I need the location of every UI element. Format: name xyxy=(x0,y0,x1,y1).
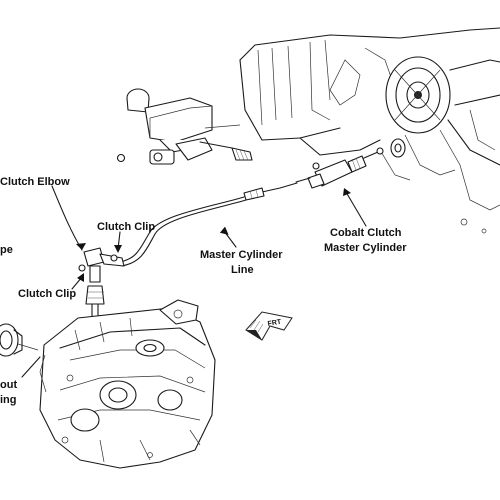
master-cylinder-line-label-1: Master Cylinder xyxy=(200,249,283,261)
flywheel-housing xyxy=(385,56,451,134)
clutch-elbow-label: Clutch Elbow xyxy=(0,176,70,188)
cobalt-clutch-master-cylinder xyxy=(295,147,384,189)
clutch-pedal-seal xyxy=(390,138,406,158)
throwout-label-2: ing xyxy=(0,394,17,406)
engine-compartment-drawing xyxy=(239,27,500,234)
leader-arrows xyxy=(21,185,367,378)
clutch-clip-lower-label: Clutch Clip xyxy=(18,288,76,300)
master-cylinder-line xyxy=(119,182,298,267)
cobalt-clutch-label-1: Cobalt Clutch xyxy=(330,227,402,239)
front-arrow-icon: FRT xyxy=(245,311,293,341)
cobalt-clutch-label-2: Master Cylinder xyxy=(324,242,407,254)
master-cylinder-line-label-2: Line xyxy=(231,264,254,276)
clutch-elbow-assembly xyxy=(78,247,125,339)
clutch-clip-upper-label: Clutch Clip xyxy=(97,221,155,233)
throwout-bearing xyxy=(0,323,39,357)
transmission-drawing xyxy=(39,299,216,469)
pipe-label-fragment: pe xyxy=(0,244,13,256)
front-marker-label: FRT xyxy=(267,319,282,328)
fluid-reservoir xyxy=(116,88,253,165)
throwout-label-1: out xyxy=(0,379,17,391)
